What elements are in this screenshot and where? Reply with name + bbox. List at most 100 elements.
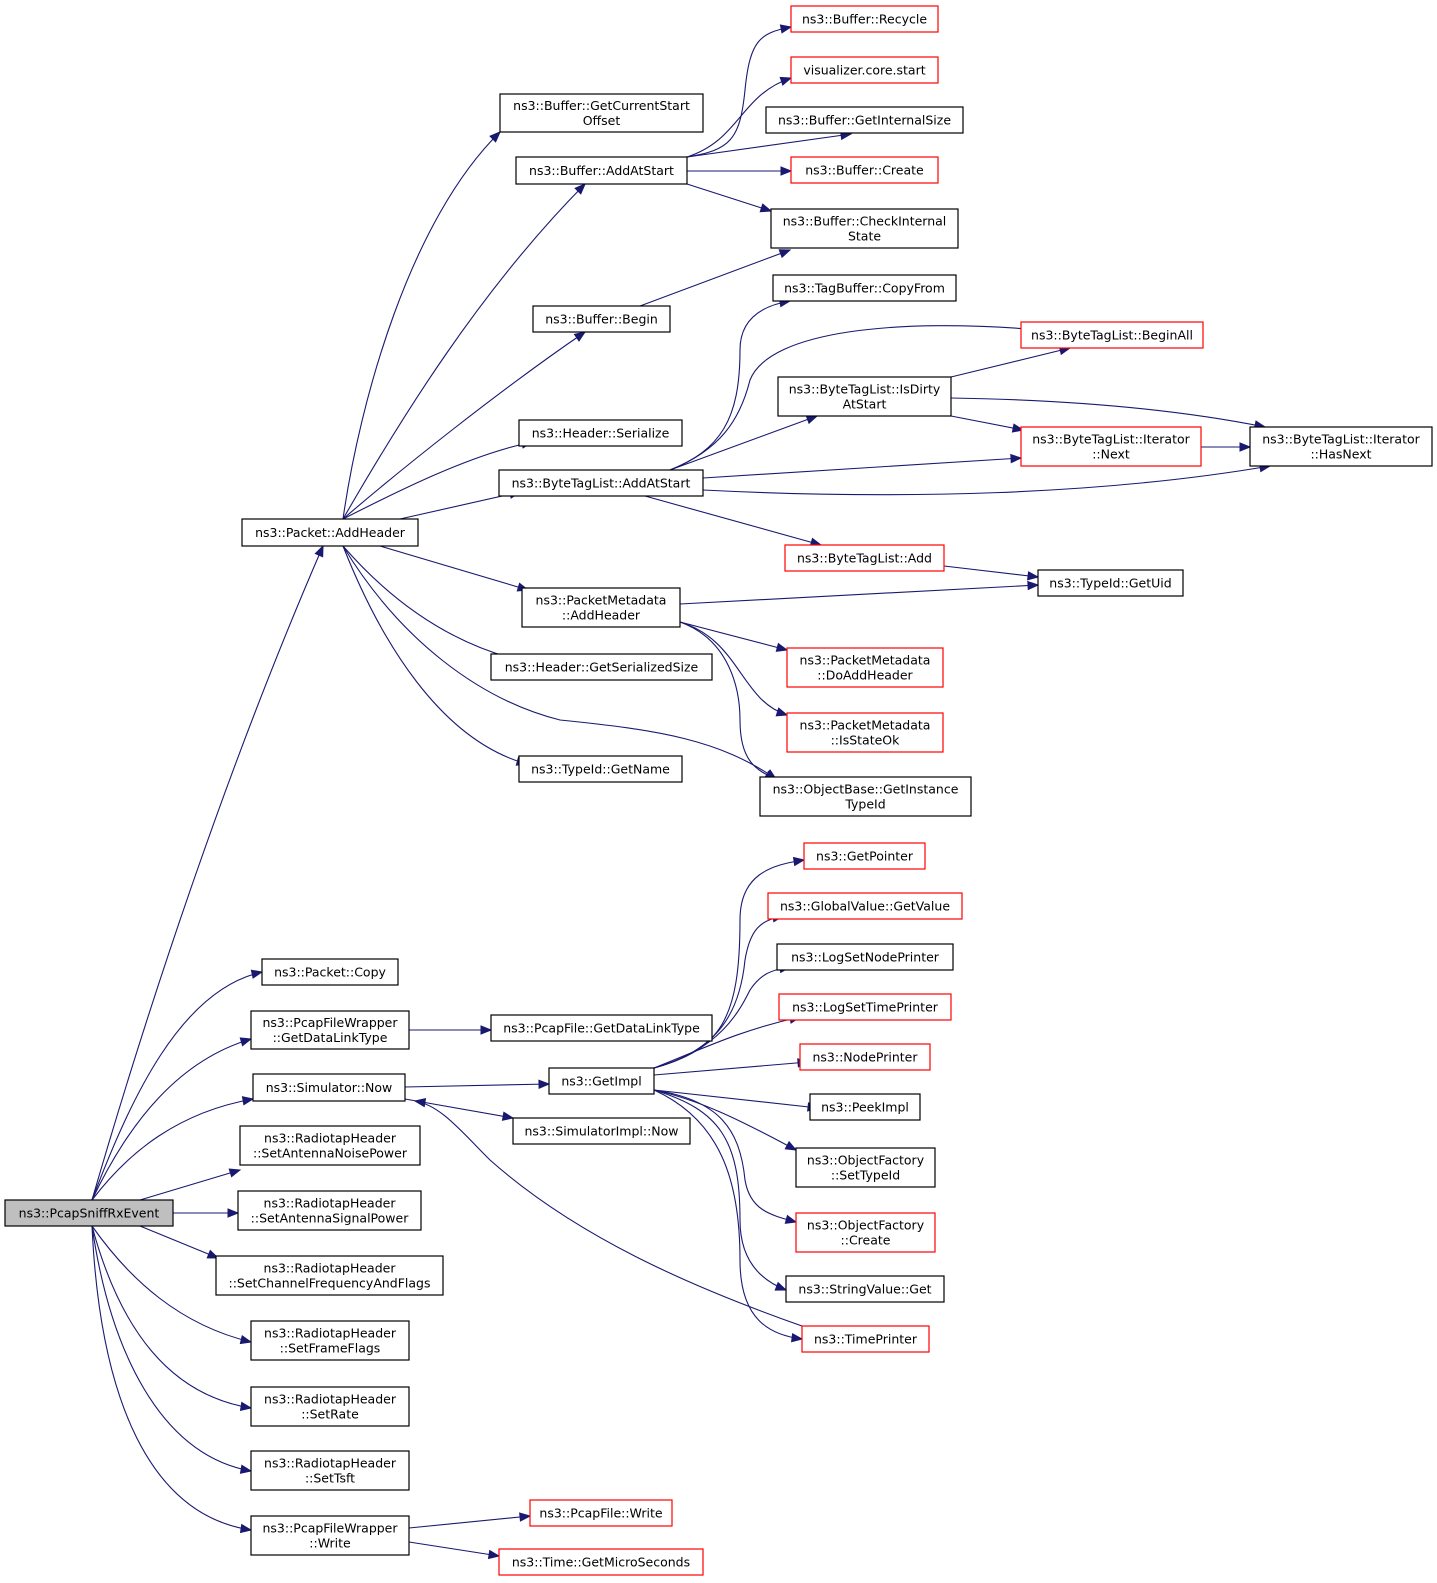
node-btlAddAtStart[interactable]: ns3::ByteTagList::AddAtStart — [498, 469, 704, 497]
edge-arrowhead — [239, 1334, 253, 1345]
node-hdrGSS[interactable]: ns3::Header::GetSerializedSize — [490, 653, 713, 681]
node-pmIsStateOk[interactable]: ns3::PacketMetadata::IsStateOk — [786, 712, 944, 753]
node-getDLT[interactable]: ns3::PcapFileWrapper::GetDataLinkType — [250, 1010, 410, 1050]
node-logSTP[interactable]: ns3::LogSetTimePrinter — [778, 993, 952, 1021]
node-box — [532, 305, 671, 333]
node-wrapWrite[interactable]: ns3::PcapFileWrapper::Write — [250, 1515, 410, 1556]
node-logSNP[interactable]: ns3::LogSetNodePrinter — [776, 943, 954, 971]
edge-line — [653, 1061, 809, 1076]
edge-line — [91, 545, 324, 1201]
node-bufRecycle[interactable]: ns3::Buffer::Recycle — [790, 5, 939, 33]
edge-btlIsDirty-to-btlIterNext — [950, 415, 1025, 433]
node-pmDoAdd[interactable]: ns3::PacketMetadata::DoAddHeader — [786, 647, 944, 688]
edge-root-to-setTsft — [91, 1225, 253, 1474]
edge-line — [686, 26, 792, 158]
edge-arrowhead — [239, 1523, 253, 1534]
node-bufAddAtStart[interactable]: ns3::Buffer::AddAtStart — [515, 156, 688, 185]
node-box — [250, 1386, 410, 1427]
edge-arrowhead — [779, 24, 793, 34]
node-box — [795, 1212, 936, 1253]
node-vizStart[interactable]: visualizer.core.start — [790, 56, 939, 84]
node-addHeader[interactable]: ns3::Packet::AddHeader — [241, 518, 419, 547]
node-ofSetTypeId[interactable]: ns3::ObjectFactory::SetTypeId — [795, 1147, 936, 1188]
node-gvGetValue[interactable]: ns3::GlobalValue::GetValue — [767, 892, 963, 920]
node-simNow[interactable]: ns3::Simulator::Now — [252, 1073, 406, 1102]
node-typeIdGetName[interactable]: ns3::TypeId::GetName — [518, 755, 683, 783]
node-box — [1249, 426, 1433, 467]
edge-arrowhead — [489, 131, 501, 143]
node-label: ns3::Buffer::Create — [805, 163, 924, 178]
edge-line — [342, 183, 586, 520]
node-timeGMS[interactable]: ns3::Time::GetMicroSeconds — [498, 1548, 704, 1576]
node-box — [261, 958, 399, 986]
node-box — [241, 518, 419, 547]
node-nodePrinter[interactable]: ns3::NodePrinter — [799, 1043, 931, 1071]
node-box — [499, 93, 704, 133]
node-getPointer[interactable]: ns3::GetPointer — [803, 842, 926, 870]
node-bufBegin[interactable]: ns3::Buffer::Begin — [532, 305, 671, 333]
node-label: State — [848, 229, 881, 244]
edge-timePrinter-to-simNow — [413, 1097, 803, 1327]
node-peekImpl[interactable]: ns3::PeekImpl — [809, 1093, 921, 1121]
node-timePrinter[interactable]: ns3::TimePrinter — [801, 1325, 930, 1353]
node-pfWrite[interactable]: ns3::PcapFile::Write — [529, 1499, 673, 1527]
node-pmAddHeader[interactable]: ns3::PacketMetadata::AddHeader — [521, 587, 681, 628]
edge-addHeader-to-bufBegin — [342, 331, 587, 520]
edge-line — [342, 545, 528, 765]
edge-addHeader-to-hdrGSS — [342, 545, 529, 665]
node-simImplNow[interactable]: ns3::SimulatorImpl::Now — [512, 1117, 691, 1145]
node-btlAdd[interactable]: ns3::ByteTagList::Add — [784, 544, 945, 572]
node-label: ::GetDataLinkType — [273, 1030, 388, 1045]
node-typeIdGetUid[interactable]: ns3::TypeId::GetUid — [1037, 569, 1184, 597]
node-bufGIS[interactable]: ns3::Buffer::GetInternalSize — [765, 106, 964, 134]
node-box — [518, 419, 683, 447]
edge-arrowhead — [790, 1332, 804, 1343]
node-setTsft[interactable]: ns3::RadiotapHeader::SetTsft — [250, 1450, 410, 1491]
node-strGet[interactable]: ns3::StringValue::Get — [785, 1275, 945, 1303]
node-tagCopyFrom[interactable]: ns3::TagBuffer::CopyFrom — [772, 274, 957, 302]
node-copy[interactable]: ns3::Packet::Copy — [261, 958, 399, 986]
node-label: TypeId — [844, 797, 885, 812]
node-label: ns3::ByteTagList::AddAtStart — [512, 476, 691, 491]
node-setNoise[interactable]: ns3::RadiotapHeader::SetAntennaNoisePowe… — [239, 1125, 421, 1166]
node-label: ::HasNext — [1310, 447, 1371, 462]
node-hdrSerialize[interactable]: ns3::Header::Serialize — [518, 419, 683, 447]
edge-arrowhead — [1010, 453, 1023, 464]
edge-line — [702, 465, 1271, 496]
node-box — [521, 587, 681, 628]
edge-getImpl-to-peekImpl — [653, 1089, 820, 1112]
node-label: ns3::ByteTagList::Add — [797, 551, 932, 566]
node-getImpl[interactable]: ns3::GetImpl — [548, 1067, 655, 1095]
edge-line — [91, 1225, 252, 1343]
edge-arrowhead — [792, 856, 806, 867]
edge-root-to-copy — [91, 969, 264, 1201]
node-setChan[interactable]: ns3::RadiotapHeader::SetChannelFrequency… — [215, 1255, 444, 1296]
node-btlBeginAll[interactable]: ns3::ByteTagList::BeginAll — [1020, 321, 1204, 349]
edge-line — [342, 331, 586, 520]
node-setSignal[interactable]: ns3::RadiotapHeader::SetAntennaSignalPow… — [237, 1190, 422, 1231]
node-box — [776, 943, 954, 971]
node-bufCreate[interactable]: ns3::Buffer::Create — [790, 156, 939, 184]
node-pfGetDLT[interactable]: ns3::PcapFile::GetDataLinkType — [490, 1014, 713, 1042]
node-box — [252, 1073, 406, 1102]
node-label: ns3::TypeId::GetUid — [1049, 576, 1171, 591]
edge-line — [91, 1225, 252, 1409]
node-root[interactable]: ns3::PcapSniffRxEvent — [4, 1199, 174, 1227]
node-btlIterNext[interactable]: ns3::ByteTagList::Iterator::Next — [1020, 426, 1202, 467]
node-label: Offset — [583, 113, 621, 128]
node-label: ns3::ObjectBase::GetInstance — [773, 782, 959, 797]
node-setFlags[interactable]: ns3::RadiotapHeader::SetFrameFlags — [250, 1320, 410, 1361]
node-label: ::SetTsft — [305, 1471, 355, 1486]
edge-line — [950, 347, 1071, 378]
node-setRate[interactable]: ns3::RadiotapHeader::SetRate — [250, 1386, 410, 1427]
node-label: AtStart — [843, 397, 887, 412]
node-btlIterHasNext[interactable]: ns3::ByteTagList::Iterator::HasNext — [1249, 426, 1433, 467]
node-ofCreate[interactable]: ns3::ObjectFactory::Create — [795, 1212, 936, 1253]
node-label: ::SetTypeId — [831, 1168, 900, 1183]
node-box — [250, 1450, 410, 1491]
edge-arrowhead — [775, 707, 789, 717]
